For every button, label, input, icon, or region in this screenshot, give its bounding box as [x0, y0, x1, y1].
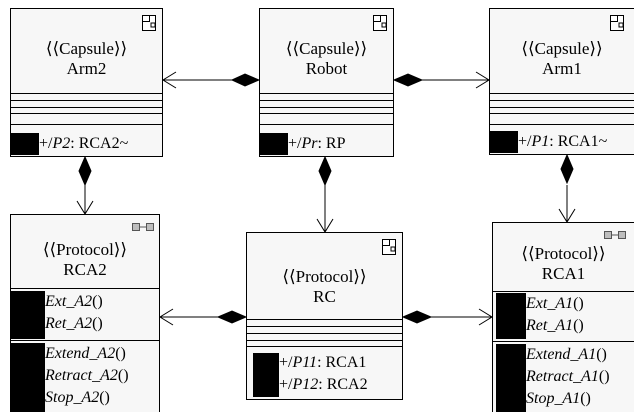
capsule-stereotype: ⟨⟨Capsule⟩⟩: [45, 39, 128, 58]
diamond-arm1-rca1: [560, 153, 574, 185]
protocol-rc[interactable]: ⟨⟨Protocol⟩⟩ RC +/P11: RCA1 +/P12: RCA2: [246, 232, 403, 400]
out-signal: Extend_A1(): [493, 344, 634, 412]
diamond-robot-rc: [318, 155, 332, 187]
capsule-arm1[interactable]: ⟨⟨Capsule⟩⟩ Arm1 +/P1: RCA1~: [489, 8, 634, 155]
protocol-icon: [604, 231, 626, 239]
protocol-icon: [132, 223, 154, 231]
capsule-icon: [373, 15, 387, 31]
in-signal: Ext_A2(): [11, 291, 159, 339]
out-signal: Extend_A2(): [11, 343, 159, 412]
protocol-name: RCA2: [63, 260, 107, 279]
diamond-rc-rca2: [216, 310, 248, 324]
capsule-name: Arm1: [542, 59, 582, 78]
protocol-stereotype: ⟨⟨Protocol⟩⟩: [42, 240, 128, 259]
out-signal: Retract_A1(): [526, 368, 610, 385]
in-signal: Ret_A2(): [45, 315, 103, 332]
port-marker: [11, 133, 39, 155]
arrowhead-rca2-left: [159, 308, 174, 326]
signal-marker: [11, 291, 45, 339]
protocol-stereotype: ⟨⟨Protocol⟩⟩: [282, 267, 367, 286]
capsule-port: +/Pr: RP: [260, 133, 393, 155]
capsule-robot[interactable]: ⟨⟨Capsule⟩⟩ Robot +/Pr: RP: [259, 8, 394, 157]
protocol-name: RCA1: [541, 264, 586, 283]
capsule-stereotype: ⟨⟨Capsule⟩⟩: [285, 39, 368, 58]
protocol-rca1[interactable]: ⟨⟨Protocol⟩⟩ RCA1 Ext_A1() Ret_A1() Exte…: [492, 222, 634, 412]
capsule-name: Robot: [305, 59, 348, 78]
capsule-name: Arm2: [66, 59, 107, 78]
protocol-port: +/P12: RCA2: [279, 376, 368, 393]
out-signal: Retract_A2(): [45, 367, 129, 384]
in-signal: Ext_A1(): [493, 293, 634, 339]
signal-marker: [496, 293, 526, 339]
capsule-icon: [142, 15, 156, 31]
arrowhead-arm2: [162, 71, 177, 89]
port-marker: [490, 131, 518, 153]
diamond-robot-arm1: [392, 73, 424, 87]
protocol-name: RC: [313, 287, 336, 306]
protocol-stereotype: ⟨⟨Protocol⟩⟩: [521, 244, 606, 263]
protocol-rca2[interactable]: ⟨⟨Protocol⟩⟩ RCA2 Ext_A2() Ret_A2() Exte…: [10, 214, 160, 412]
port-marker: [253, 353, 279, 397]
capsule-arm2[interactable]: ⟨⟨Capsule⟩⟩ Arm2 +/P2: RCA2~: [10, 8, 163, 157]
diamond-arm2-rca2: [78, 155, 92, 187]
capsule-stereotype: ⟨⟨Capsule⟩⟩: [521, 39, 603, 58]
in-signal: Ret_A1(): [526, 317, 584, 334]
capsule-icon: [382, 239, 396, 255]
port-marker: [260, 133, 288, 155]
diamond-rc-rca1: [401, 310, 433, 324]
protocol-port: +/P11: RCA1: [247, 351, 402, 397]
out-signal: Stop_A1(): [526, 390, 591, 407]
signal-marker: [11, 343, 45, 412]
out-signal: Stop_A2(): [45, 389, 110, 406]
capsule-port: +/P2: RCA2~: [11, 133, 162, 155]
capsule-icon: [610, 15, 624, 31]
signal-marker: [496, 344, 526, 412]
capsule-port: +/P1: RCA1~: [490, 131, 634, 153]
diamond-robot-arm2: [230, 73, 261, 87]
